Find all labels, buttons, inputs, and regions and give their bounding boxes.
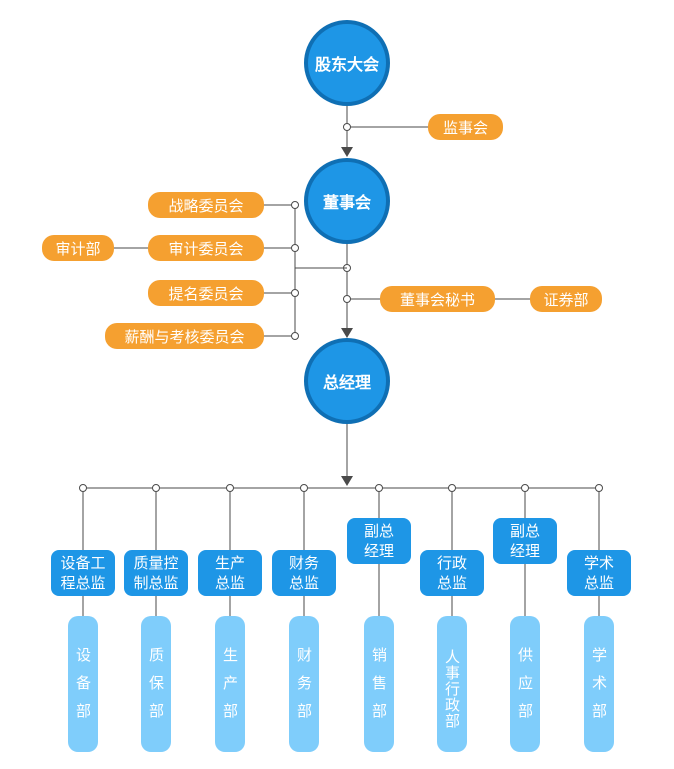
director-box: 生产总监 [198, 550, 262, 596]
director-label-line: 副总 [509, 522, 540, 540]
director-box: 质量控制总监 [124, 550, 188, 596]
connector-node [343, 123, 351, 131]
director-label-line: 总监 [583, 574, 614, 592]
director-label-line: 程总监 [60, 574, 106, 592]
department-box: 质保部 [141, 616, 171, 752]
node-audit-committee: 审计委员会 [148, 235, 264, 261]
department-box: 学术部 [584, 616, 614, 752]
director-label-line: 经理 [509, 542, 540, 560]
node-board-secretary: 董事会秘书 [380, 286, 495, 312]
department-box: 供应部 [510, 616, 540, 752]
arrow-head [341, 476, 353, 486]
director-box: 设备工程总监 [51, 550, 115, 596]
director-label-line: 学术 [583, 554, 614, 572]
connector-node [343, 295, 351, 303]
department-box: 生产部 [215, 616, 245, 752]
node-securities-dept: 证券部 [530, 286, 602, 312]
node-board: 董事会 [304, 158, 390, 244]
director-label-line: 总监 [436, 574, 467, 592]
connector-node [291, 289, 299, 297]
node-nomination-committee: 提名委员会 [148, 280, 264, 306]
director-label-line: 质量控 [133, 554, 179, 572]
director-box: 副总经理 [493, 518, 557, 564]
node-general-manager: 总经理 [304, 338, 390, 424]
connector-node [291, 201, 299, 209]
node-strategy-committee: 战略委员会 [148, 192, 264, 218]
arrow-head [341, 328, 353, 338]
director-label-line: 财务 [288, 554, 319, 572]
connector-node [291, 332, 299, 340]
director-label-line: 生产 [214, 554, 245, 572]
director-label-line: 行政 [436, 554, 467, 572]
director-box: 行政总监 [420, 550, 484, 596]
department-box: 销售部 [364, 616, 394, 752]
director-label-line: 副总 [363, 522, 394, 540]
node-audit-dept: 审计部 [42, 235, 114, 261]
department-box: 人事行政部 [437, 616, 467, 752]
department-box: 设备部 [68, 616, 98, 752]
connector-node [291, 244, 299, 252]
node-supervisory-board: 监事会 [428, 114, 503, 140]
director-box: 财务总监 [272, 550, 336, 596]
director-label-line: 总监 [288, 574, 319, 592]
director-label-line: 经理 [363, 542, 394, 560]
arrow-head [341, 147, 353, 157]
department-box: 财务部 [289, 616, 319, 752]
director-label-line: 总监 [214, 574, 245, 592]
node-shareholders: 股东大会 [304, 20, 390, 106]
director-box: 副总经理 [347, 518, 411, 564]
node-compensation-committee: 薪酬与考核委员会 [105, 323, 264, 349]
director-label-line: 设备工 [60, 554, 106, 572]
director-label-line: 制总监 [133, 574, 179, 592]
director-box: 学术总监 [567, 550, 631, 596]
